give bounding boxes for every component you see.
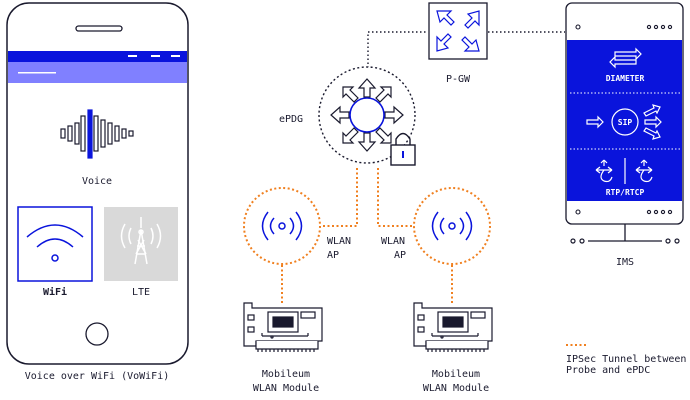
pcb-card-icon: [243, 302, 323, 352]
epdg-node: [318, 66, 416, 166]
tunnel-right: [377, 168, 413, 227]
antenna-signal-icon: [431, 211, 473, 241]
ap-right-label-2: AP: [394, 250, 406, 261]
module-left-label-2: WLAN Module: [253, 383, 319, 394]
server-top-leds: [575, 24, 673, 30]
tunnel-left: [322, 168, 358, 227]
legend-tunnel-label-2: Probe and ePDC: [566, 365, 650, 376]
antenna-signal-icon: [261, 211, 303, 241]
connections: [281, 31, 565, 303]
wifi-icon: [26, 224, 84, 262]
ap-left-label-2: AP: [327, 250, 339, 261]
wlan-ap-right: [413, 187, 491, 265]
wifi-tile[interactable]: [17, 206, 93, 282]
voice-waveform-icon: [60, 109, 134, 159]
lock-icon: [390, 132, 416, 166]
diameter-label: DIAMETER: [606, 74, 645, 83]
pgw-arrows-icon: [436, 10, 480, 52]
router-core: [349, 97, 385, 133]
legend: IPSec Tunnel between Probe and ePDC: [566, 344, 686, 376]
home-button[interactable]: [85, 322, 109, 346]
sip-icon: [586, 104, 662, 140]
phone-caption: Voice over WiFi (VoWiFi): [25, 371, 170, 382]
server-stand: [588, 224, 662, 242]
wlan-module-left: [243, 302, 323, 352]
module-left-label-1: Mobileum: [262, 369, 310, 380]
smartphone: Voice WiFi LTE: [6, 2, 189, 365]
app-bar-title: [18, 72, 56, 74]
cell-tower-icon: [120, 217, 162, 265]
voice-label: Voice: [82, 176, 112, 187]
module-right-label-2: WLAN Module: [423, 383, 489, 394]
rtp-label: RTP/RTCP: [606, 188, 645, 197]
wlan-module-right: [413, 302, 493, 352]
module-right-label-1: Mobileum: [432, 369, 480, 380]
server-bottom-leds: [575, 209, 673, 215]
epdg-label: ePDG: [279, 114, 303, 125]
status-icons: [128, 55, 180, 57]
ims-server: DIAMETER SIP RTP/RTCP: [565, 2, 684, 244]
ims-label: IMS: [616, 257, 634, 268]
ap-right-circle: [413, 187, 491, 265]
link-pgw-epdg: [367, 31, 428, 72]
ap-left-label-1: WLAN: [327, 236, 351, 247]
wlan-ap-left: [243, 187, 321, 265]
ap-right-label-1: WLAN: [381, 236, 405, 247]
server-feet: [570, 238, 680, 244]
rtp-icon: [595, 158, 653, 184]
pcb-card-icon: [413, 302, 493, 352]
sip-label: SIP: [618, 118, 633, 127]
phone-speaker: [75, 25, 123, 32]
ap-left-circle: [243, 187, 321, 265]
status-bar: [8, 51, 187, 62]
pgw-label: P-GW: [446, 74, 471, 85]
router-arrows-icon: [330, 78, 404, 152]
wifi-label: WiFi: [43, 286, 67, 298]
diameter-icon: [609, 47, 642, 69]
legend-tunnel-label-1: IPSec Tunnel between: [566, 354, 686, 365]
pgw-node: [428, 2, 488, 60]
lte-label: LTE: [132, 287, 150, 298]
app-bar: [8, 62, 187, 83]
